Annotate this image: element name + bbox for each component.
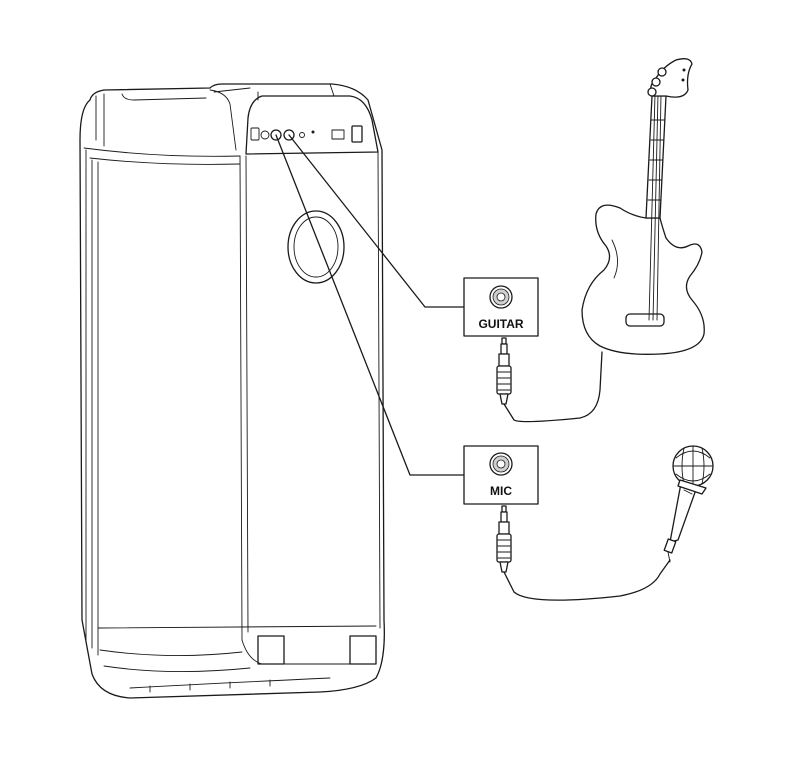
guitar-label: GUITAR — [478, 317, 523, 331]
callout-lines — [275, 134, 465, 476]
mic-plug — [496, 505, 512, 573]
guitar-jack-box — [463, 277, 539, 337]
audio-jack-icon — [489, 285, 513, 309]
speaker-cabinet — [79, 83, 385, 699]
mic-label: MIC — [490, 484, 512, 498]
mic-jack-callout: MIC — [463, 445, 539, 505]
guitar-cable — [503, 351, 603, 423]
guitar-plug — [496, 337, 512, 405]
guitar-icon — [581, 58, 705, 355]
guitar-jack-callout: GUITAR — [463, 277, 539, 337]
mic-cable — [503, 559, 671, 601]
audio-jack-icon — [489, 452, 513, 476]
microphone-icon — [663, 445, 714, 563]
